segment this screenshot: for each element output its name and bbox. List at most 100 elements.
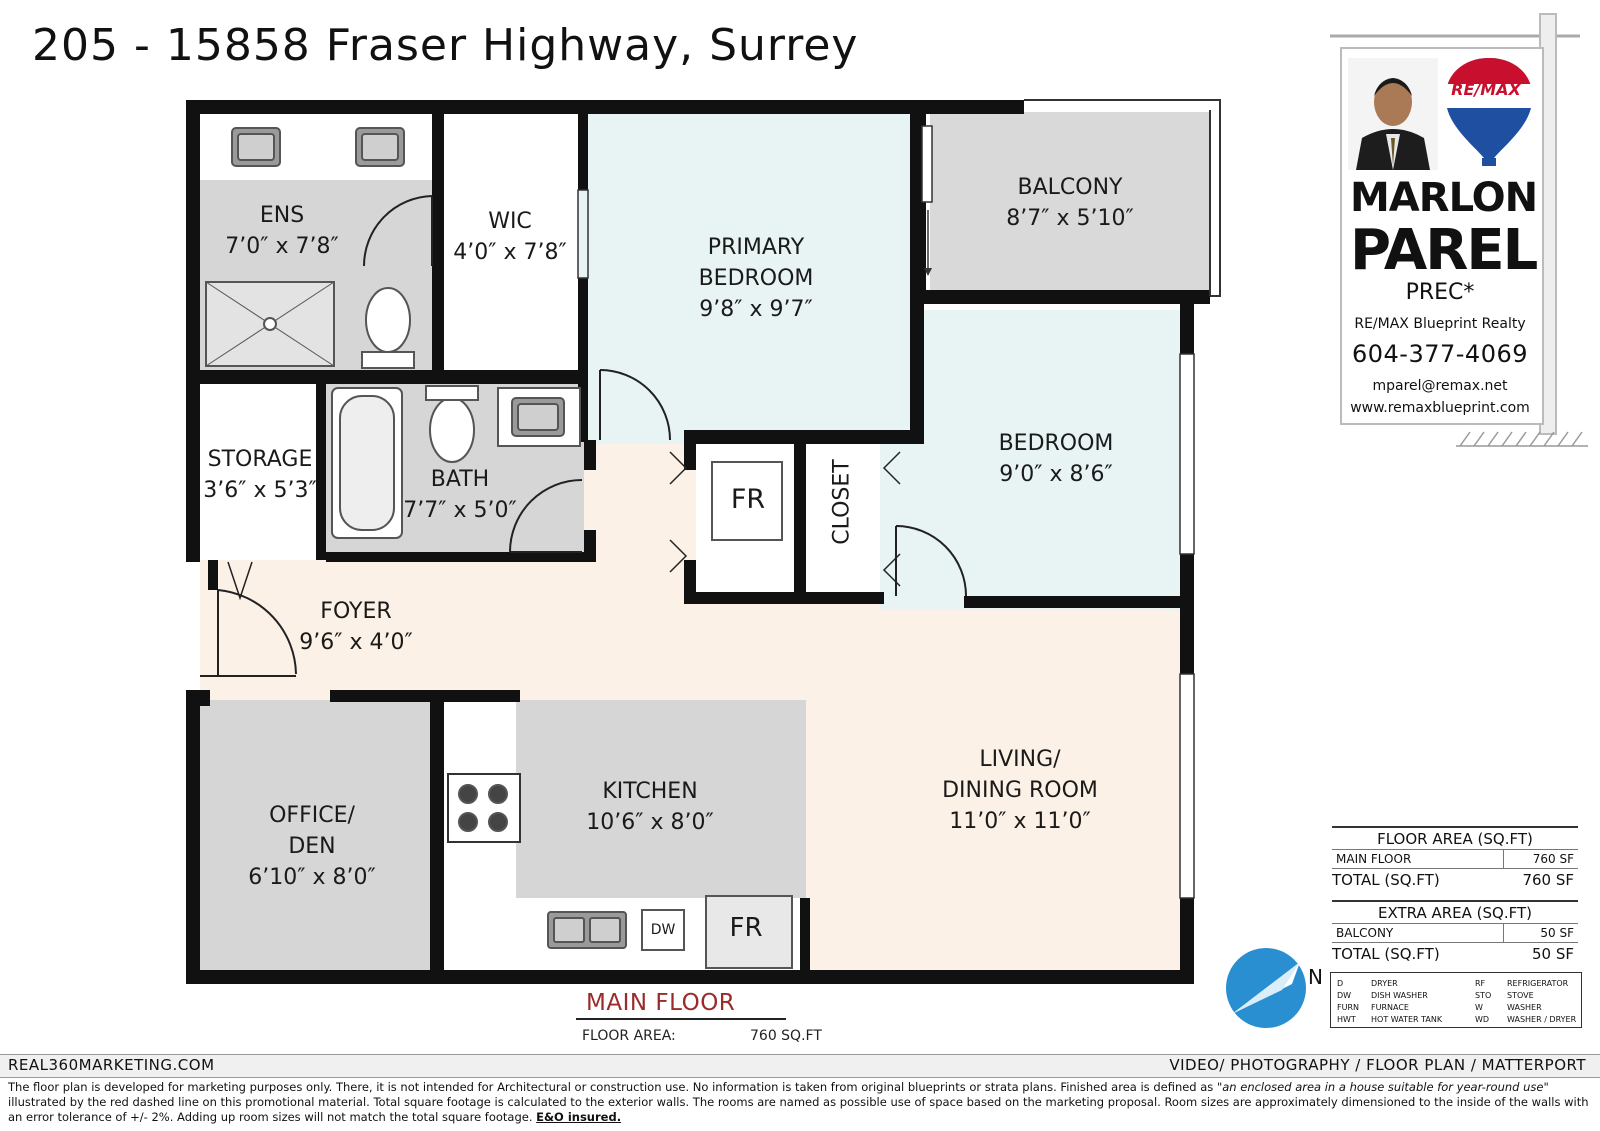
- agent-phone[interactable]: 604-377-4069: [1351, 340, 1528, 368]
- wall: [200, 690, 210, 706]
- legend-meaning: DRYER: [1371, 979, 1398, 988]
- window: [1179, 353, 1195, 555]
- row-key: BALCONY: [1332, 924, 1504, 942]
- room-name: BATH: [430, 467, 490, 492]
- row-key: MAIN FLOOR: [1332, 850, 1504, 868]
- fr-hall-label: FR: [730, 484, 766, 515]
- legend-abbr: FURN: [1337, 1003, 1359, 1012]
- wall: [186, 690, 200, 984]
- table-total: TOTAL (SQ.FT) 760 SF: [1332, 869, 1578, 891]
- doors: [200, 195, 967, 677]
- storage-fill: [200, 384, 316, 560]
- floor-area-value: 760 SQ.FT: [750, 1028, 822, 1044]
- legend-abbr: WD: [1475, 1015, 1490, 1024]
- remax-logo-text: RE/MAX: [1451, 80, 1521, 99]
- closet-label: CLOSET: [829, 459, 855, 545]
- wall: [964, 596, 1184, 608]
- room-size: 9’0″ x 8’6″: [999, 462, 1113, 487]
- fixtures: [205, 127, 793, 969]
- toilet-icon: [365, 287, 411, 353]
- dw-label: DW: [650, 922, 676, 938]
- room-storage: STORAGE 3’6″ x 5’3″: [203, 444, 316, 506]
- stove-icon: [447, 773, 521, 843]
- window: [921, 125, 933, 203]
- wall: [684, 592, 884, 604]
- balcony-fill: [930, 112, 1210, 298]
- extra-area-table: EXTRA AREA (SQ.FT) BALCONY 50 SF TOTAL (…: [1332, 900, 1578, 965]
- table-row: MAIN FLOOR 760 SF: [1332, 850, 1578, 869]
- legend-meaning: HOT WATER TANK: [1371, 1015, 1443, 1024]
- legend-meaning: FURNACE: [1371, 1003, 1409, 1012]
- room-bath: BATH 7’7″ x 5’0″: [403, 464, 516, 526]
- agent-last-name: PAREL: [1350, 218, 1538, 283]
- wall: [316, 384, 326, 560]
- room-living: LIVING/ DINING ROOM 11’0″ x 11’0″: [942, 744, 1098, 837]
- agent-email[interactable]: mparel@remax.net: [1372, 378, 1508, 394]
- total-key: TOTAL (SQ.FT): [1332, 871, 1440, 889]
- compass-north-label: N: [1308, 965, 1323, 989]
- room-primary-bedroom: PRIMARY BEDROOM 9’8″ x 9’7″: [699, 232, 814, 325]
- room-size: 9’8″ x 9’7″: [699, 297, 813, 322]
- room-size: 3’6″ x 5’3″: [203, 478, 317, 503]
- agent-designation: PREC*: [1405, 280, 1475, 305]
- agent-photo: [1348, 58, 1438, 170]
- closet-fill: [806, 444, 880, 592]
- door-storage: [227, 561, 253, 601]
- door-primary: [599, 369, 671, 441]
- room-wic: WIC 4’0″ x 7’8″: [453, 206, 566, 268]
- wall: [186, 100, 1024, 114]
- wall: [186, 100, 200, 562]
- wall: [330, 690, 520, 702]
- room-size: 6’10″ x 8’0″: [248, 865, 376, 890]
- sliding-door-arrow: [924, 268, 932, 276]
- ground-hatch: [1456, 431, 1588, 447]
- office-fill: [200, 700, 430, 970]
- legend-meaning: STOVE: [1507, 991, 1534, 1000]
- room-name: BALCONY: [1017, 175, 1123, 200]
- legend-abbr: STO: [1475, 991, 1492, 1000]
- row-value: 50 SF: [1540, 926, 1574, 940]
- floor-label: MAIN FLOOR: [586, 990, 736, 1016]
- legend-abbr: RF: [1475, 979, 1486, 988]
- footer-website[interactable]: REAL360MARKETING.COM: [8, 1056, 215, 1074]
- disclaimer-eo: E&O insured.: [536, 1110, 622, 1124]
- legend-abbr: D: [1337, 979, 1344, 988]
- room-ens: ENS 7’0″ x 7’8″: [225, 200, 338, 262]
- door-foyer: [217, 589, 297, 675]
- wall: [208, 560, 218, 590]
- wall: [684, 560, 696, 600]
- table-total: TOTAL (SQ.FT) 50 SF: [1332, 943, 1578, 965]
- room-name: BEDROOM: [998, 431, 1114, 456]
- fridge-hall-icon: [711, 461, 783, 541]
- compass-icon: [1226, 948, 1306, 1028]
- room-name-2: DEN: [288, 834, 336, 859]
- floor-area-table: FLOOR AREA (SQ.FT) MAIN FLOOR 760 SF TOT…: [1332, 826, 1578, 891]
- wall: [910, 304, 924, 444]
- wall: [578, 278, 588, 442]
- room-name: FOYER: [320, 599, 392, 624]
- disclaimer: The floor plan is developed for marketin…: [8, 1080, 1593, 1125]
- room-name-2: BEDROOM: [698, 266, 814, 291]
- floor-label-underline: [576, 1018, 786, 1020]
- remax-balloon-icon: [1446, 58, 1532, 166]
- door-ens: [363, 195, 433, 267]
- room-name: ENS: [259, 203, 305, 228]
- agent-website[interactable]: www.remaxblueprint.com: [1350, 400, 1530, 416]
- table-header: FLOOR AREA (SQ.FT): [1332, 826, 1578, 850]
- room-size: 8’7″ x 5’10″: [1006, 206, 1134, 231]
- total-key: TOTAL (SQ.FT): [1332, 945, 1440, 963]
- room-size: 10’6″ x 8’0″: [586, 810, 714, 835]
- room-name: WIC: [488, 209, 532, 234]
- door-bath: [509, 479, 583, 553]
- wall: [584, 440, 596, 470]
- wall: [326, 552, 588, 562]
- total-value: 760 SF: [1522, 871, 1574, 889]
- door-bifold-closet: [882, 451, 901, 587]
- legend-meaning: DISH WASHER: [1371, 991, 1428, 1000]
- dishwasher-icon: [641, 909, 685, 951]
- room-name: KITCHEN: [602, 779, 698, 804]
- wall: [186, 970, 1194, 984]
- room-name: OFFICE/: [269, 803, 355, 828]
- legend-meaning: REFRIGERATOR: [1507, 979, 1569, 988]
